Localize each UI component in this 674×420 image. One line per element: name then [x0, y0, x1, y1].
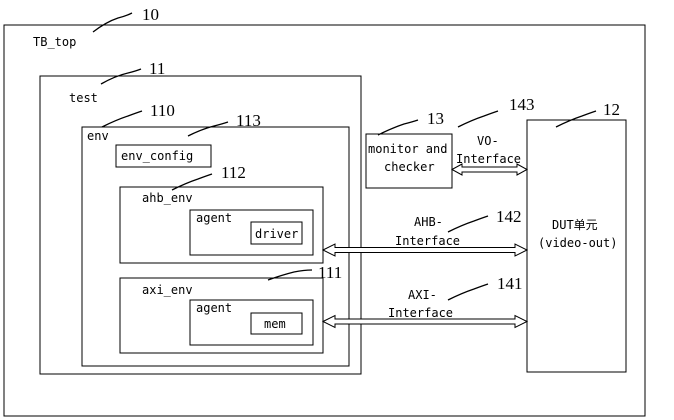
ref-test: 11 — [149, 59, 165, 78]
ahb-interface-label-line2: Interface — [395, 234, 460, 248]
ahb-interface-arrow — [321, 243, 529, 257]
leader-ahb-env — [171, 173, 213, 191]
driver-label: driver — [255, 227, 298, 241]
ahb-agent-label: agent — [196, 211, 232, 225]
mem-label: mem — [264, 317, 286, 331]
driver-box — [250, 221, 303, 245]
dut-label-line2: (video-out) — [538, 236, 617, 250]
leader-axi-interface — [447, 283, 489, 301]
leader-ahb-interface — [447, 215, 489, 233]
leader-tb-top — [92, 12, 133, 33]
ref-axi-interface: 141 — [497, 274, 523, 293]
axi-env-label: axi_env — [142, 283, 193, 297]
dut-box — [526, 119, 627, 373]
axi-interface-label-line2: Interface — [388, 306, 453, 320]
leader-axi-env — [267, 269, 313, 281]
dut-label-line1: DUT单元 — [552, 218, 598, 232]
ref-monitor: 13 — [427, 109, 444, 128]
ref-ahb-env: 112 — [221, 163, 246, 182]
ref-env: 110 — [150, 101, 175, 120]
leader-test — [100, 68, 142, 85]
monitor-label-line1: monitor and — [368, 142, 447, 156]
monitor-label-line2: checker — [384, 160, 435, 174]
test-label: test — [69, 91, 98, 105]
leader-env — [101, 110, 143, 128]
ref-vo-interface: 143 — [509, 95, 535, 114]
monitor-checker-box — [365, 133, 453, 189]
env-config-label: env_config — [121, 149, 193, 163]
mem-box — [250, 312, 303, 335]
vo-interface-arrow — [450, 163, 529, 176]
tb-top-label: TB_top — [33, 35, 76, 49]
leader-env-config — [187, 121, 229, 137]
ref-tb-top: 10 — [142, 5, 159, 24]
ref-env-config: 113 — [236, 111, 261, 130]
vo-interface-label-line1: VO- — [477, 134, 499, 148]
leader-vo-interface — [457, 110, 499, 128]
ref-ahb-interface: 142 — [496, 207, 522, 226]
env-label: env — [87, 129, 109, 143]
axi-agent-label: agent — [196, 301, 232, 315]
ref-axi-env: 111 — [318, 263, 342, 282]
ref-dut: 12 — [603, 100, 620, 119]
axi-interface-arrow — [321, 314, 529, 329]
ahb-env-label: ahb_env — [142, 191, 193, 205]
vo-interface-label-line2: Interface — [456, 152, 521, 166]
ahb-interface-label-line1: AHB- — [414, 215, 443, 229]
env-config-box — [115, 144, 212, 168]
leader-dut — [555, 110, 597, 128]
axi-interface-label-line1: AXI- — [408, 288, 437, 302]
leader-monitor — [377, 119, 419, 136]
